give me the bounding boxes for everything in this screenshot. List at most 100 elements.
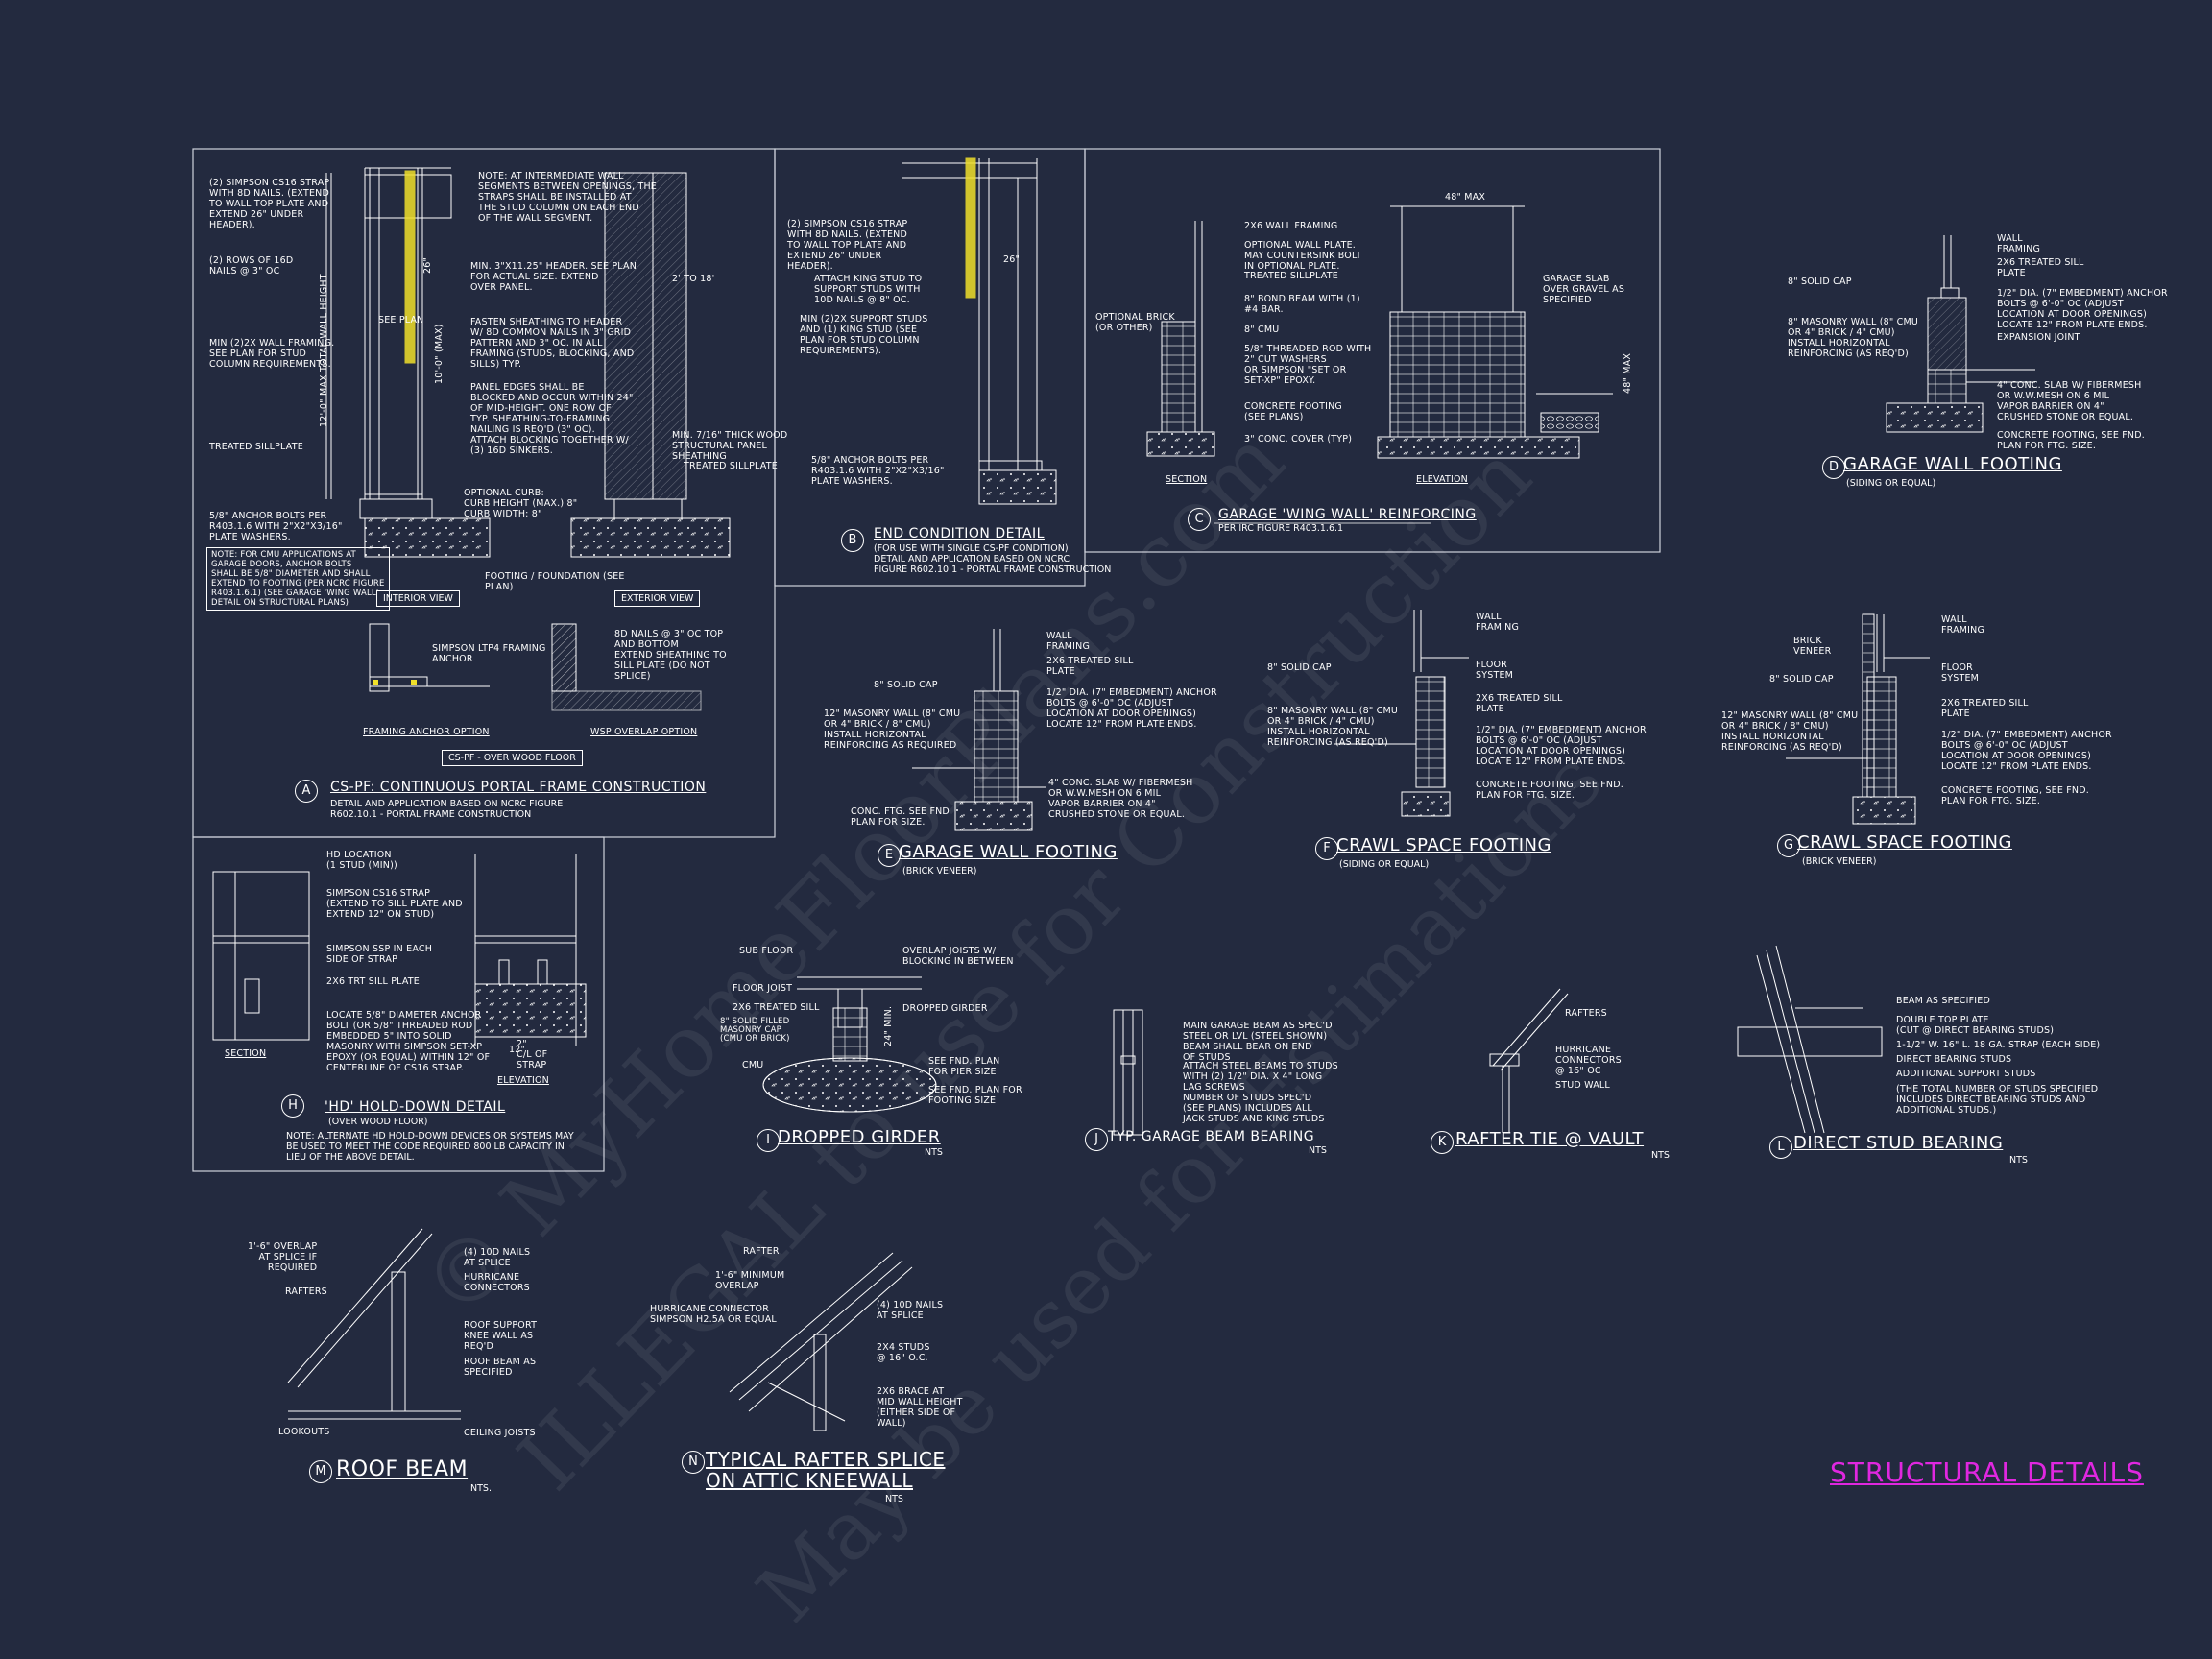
detail-g-note-2: WALL FRAMING [1941,614,1985,636]
detail-a-option-right-label: WSP OVERLAP OPTION [590,727,698,737]
detail-l-note-4: DIRECT BEARING STUDS [1896,1054,2012,1065]
detail-l-bubble: L [1769,1136,1792,1159]
detail-e-note-7: CONC. FTG. SEE FND PLAN FOR SIZE. [851,806,950,828]
detail-k-drawing [1489,988,1569,1133]
detail-n-note-4: (4) 10d NAILS AT SPLICE [877,1300,944,1321]
detail-c-view-section: SECTION [1166,474,1208,485]
detail-g-note-7: 1/2" DIA. (7" EMBEDMENT) ANCHOR BOLTS @ … [1941,730,2112,772]
detail-g-note-5: 2x6 TREATED SILL PLATE [1941,698,2029,719]
detail-m-note-4: HURRICANE CONNECTORS [464,1272,530,1293]
detail-c-dim-2: 48" MAX [1623,352,1633,394]
detail-m-note-2: RAFTERS [285,1286,327,1297]
detail-g-note-6: 12" MASONRY WALL (8" CMU OR 4" BRICK / 8… [1721,710,1859,753]
detail-a-note-9: FASTEN SHEATHING TO HEADER W/ 8d COMMON … [470,317,635,370]
detail-m-scale: NTS. [470,1483,492,1494]
detail-l-note-1: BEAM AS SPECIFIED [1896,996,1990,1006]
detail-c-subtitle: PER IRC FIGURE R403.1.6.1 [1218,523,1344,534]
detail-n-note-5: 2x4 STUDS @ 16" O.C. [877,1342,930,1363]
detail-c-note-2: OPTIONAL WALL PLATE. MAY COUNTERSINK BOL… [1244,240,1362,272]
detail-a-note-5: 5/8" ANCHOR BOLTS PER R403.1.6 WITH 2"x2… [209,511,343,542]
detail-b-note-2: ATTACH KING STUD TO SUPPORT STUDS WITH 1… [814,274,923,305]
detail-a-view-interior: INTERIOR VIEW [376,590,460,607]
detail-i-title: DROPPED GIRDER [778,1127,941,1147]
detail-l-title: DIRECT STUD BEARING [1793,1133,2004,1153]
detail-f-note-7: CONCRETE FOOTING, SEE FND. PLAN FOR FTG.… [1476,780,1623,801]
detail-i-note-5: CMU [742,1060,764,1070]
detail-a-dim-1: 2' TO 18' [672,274,715,284]
detail-j-note-1: MAIN GARAGE BEAM AS SPEC'D STEEL OR LVL … [1183,1021,1333,1042]
detail-c-note-1: 2x6 WALL FRAMING [1244,221,1338,231]
detail-n-note-6: 2x6 BRACE AT MID WALL HEIGHT (EITHER SID… [877,1386,963,1429]
detail-m-note-1: 1'-6" OVERLAP AT SPLICE IF REQUIRED [248,1241,318,1273]
detail-a-option-left-note: SIMPSON LTP4 FRAMING ANCHOR [432,643,546,664]
detail-h-footnote: NOTE: ALTERNATE HD HOLD-DOWN DEVICES OR … [286,1131,574,1163]
detail-n-title: TYPICAL RAFTER SPLICE [706,1448,946,1471]
detail-b-dim-1: 26" [1003,254,1021,265]
detail-e-note-1: WALL FRAMING [1046,631,1091,652]
detail-a-note-2: (2) ROWS OF 16d NAILS @ 3" OC [209,255,294,276]
detail-a-view-exterior: EXTERIOR VIEW [614,590,701,607]
detail-d-bubble: D [1822,456,1845,479]
detail-a-dim-5: 26" [422,256,433,274]
detail-c-note-8: 3" CONC. COVER (TYP) [1244,434,1353,445]
detail-a-dim-3: 12'-0" MAX TOTAL WALL HEIGHT [319,274,329,427]
detail-m-drawing [287,1228,461,1420]
detail-n-note-1: RAFTER [743,1246,780,1257]
detail-n-note-2: 1'-6" MINIMUM OVERLAP [715,1270,785,1291]
detail-a-note-10: PANEL EDGES SHALL BE BLOCKED AND OCCUR W… [470,382,634,456]
detail-i-note-3: 2x6 TREATED SILL [733,1002,820,1013]
detail-d-note-4: 1/2" DIA. (7" EMBEDMENT) ANCHOR BOLTS @ … [1997,288,2168,330]
panel-borders [192,148,1661,1172]
detail-b-bubble: B [841,529,864,552]
detail-n-drawing [729,1252,913,1431]
detail-i-scale: NTS [925,1147,943,1158]
detail-a-note-4: TREATED SILLPLATE [209,442,303,452]
detail-l-note-2: DOUBLE TOP PLATE (CUT @ DIRECT BEARING S… [1896,1015,2055,1036]
detail-n-note-3: HURRICANE CONNECTOR SIMPSON H2.5A OR EQU… [650,1304,777,1325]
detail-h-dim-1: 12" [509,1045,526,1055]
detail-j-note-4: NUMBER OF STUDS SPEC'D (SEE PLANS) INCLU… [1183,1093,1325,1124]
detail-h-drawing [212,854,587,1046]
detail-h-title: 'HD' HOLD-DOWN DETAIL [325,1099,506,1115]
detail-c-title: GARAGE 'WING WALL' REINFORCING [1218,507,1477,522]
detail-e-title: GARAGE WALL FOOTING [899,842,1118,862]
detail-l-note-3: 1-1/2" W. 16" L. 18 GA. STRAP (EACH SIDE… [1896,1040,2101,1050]
detail-a-note-8: MIN. 3"x11.25" HEADER. SEE PLAN FOR ACTU… [470,261,637,293]
detail-a-subtitle: DETAIL AND APPLICATION BASED ON NCRC FIG… [330,799,564,820]
detail-h-note-2: SIMPSON CS16 STRAP (EXTEND TO SILL PLATE… [326,888,463,920]
detail-g-note-8: CONCRETE FOOTING, SEE FND. PLAN FOR FTG.… [1941,785,2089,806]
detail-i-note-1: SUB FLOOR [739,946,794,956]
detail-l-scale: NTS [2009,1155,2028,1166]
detail-j-note-3: ATTACH STEEL BEAMS TO STUDS WITH (2) 1/2… [1183,1061,1338,1093]
detail-h-subtitle: (OVER WOOD FLOOR) [328,1117,428,1127]
detail-h-note-1: HD LOCATION (1 STUD (MIN)) [326,850,397,871]
detail-e-note-6: 4" CONC. SLAB w/ FIBERMESH OR W.W.MESH O… [1048,778,1193,820]
detail-c-dim-1: 48" MAX [1445,192,1486,203]
detail-d-note-1: WALL FRAMING [1997,233,2041,254]
detail-f-title: CRAWL SPACE FOOTING [1336,835,1551,855]
detail-a-option-right-note: 8d NAILS @ 3" OC TOP AND BOTTOM EXTEND S… [614,629,727,682]
detail-f-note-6: 1/2" DIA. (7" EMBEDMENT) ANCHOR BOLTS @ … [1476,725,1647,767]
detail-b-note-3: MIN (2)2X SUPPORT STUDS AND (1) KING STU… [800,314,928,356]
detail-f-note-3: FLOOR SYSTEM [1476,660,1514,681]
detail-d-note-7: 4" CONC. SLAB w/ FIBERMESH OR W.W.MESH O… [1997,380,2142,422]
detail-k-scale: NTS [1651,1150,1670,1161]
detail-k-note-2: HURRICANE CONNECTORS @ 16" OC [1555,1045,1622,1076]
detail-d-note-6: EXPANSION JOINT [1997,332,2080,343]
detail-g-bubble: G [1777,834,1800,857]
detail-k-note-3: STUD WALL [1555,1080,1610,1091]
detail-f-bubble: F [1315,837,1338,860]
detail-e-note-3: 8" SOLID CAP [874,680,938,690]
detail-d-subtitle: (SIDING OR EQUAL) [1846,478,1936,489]
detail-d-title: GARAGE WALL FOOTING [1843,454,2062,474]
detail-n-scale: NTS [885,1494,903,1504]
detail-e-note-4: 1/2" DIA. (7" EMBEDMENT) ANCHOR BOLTS @ … [1046,687,1217,730]
detail-l-note-6: (THE TOTAL NUMBER OF STUDS SPECIFIED INC… [1896,1084,2099,1116]
detail-f-note-2: 8" SOLID CAP [1267,662,1332,673]
detail-m-note-7: LOOKOUTS [278,1427,330,1437]
detail-k-title: RAFTER TIE @ VAULT [1455,1129,1645,1149]
detail-a-note-13: OPTIONAL CURB: CURB HEIGHT (MAX.) 8" CUR… [464,488,578,519]
detail-i-drawing [762,976,937,1113]
detail-d-drawing [1886,235,2035,433]
